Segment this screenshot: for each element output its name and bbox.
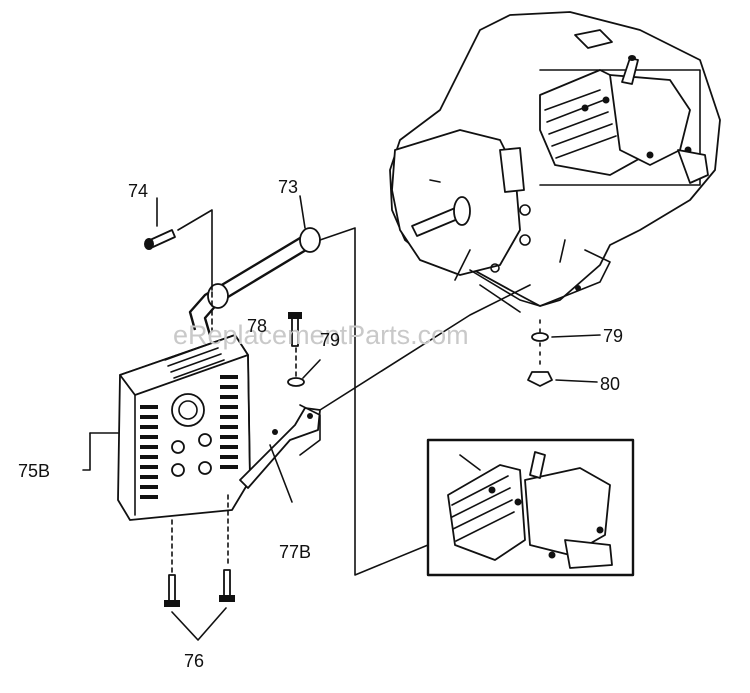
callout-74: 74 — [128, 181, 148, 201]
nut-80 — [527, 371, 553, 387]
bolts-76 — [164, 569, 235, 607]
muffler-75b — [117, 334, 251, 521]
callout-77b: 77B — [279, 542, 311, 562]
muffler-left-louvers — [140, 405, 158, 499]
muffler-top-slots — [164, 341, 225, 379]
callout-78: 78 — [247, 316, 267, 336]
callout-labels: 74 73 78 79 75B 77B 76 79 80 — [18, 177, 623, 671]
callout-80: 80 — [600, 374, 620, 394]
bolt-78 — [288, 312, 302, 347]
muffler-right-louvers — [220, 375, 238, 469]
leader-lines — [82, 195, 601, 641]
engine-assembly — [389, 11, 721, 313]
bolt-74 — [144, 229, 176, 250]
cylinder-head-detail-inset — [426, 438, 635, 577]
muffler-bracket-77b — [239, 407, 321, 489]
callout-79-right: 79 — [603, 326, 623, 346]
callout-76: 76 — [184, 651, 204, 671]
callout-75b: 75B — [18, 461, 50, 481]
callout-79-left: 79 — [320, 330, 340, 350]
washer-79 — [287, 377, 305, 387]
washer-79-right — [531, 332, 549, 342]
callout-73: 73 — [278, 177, 298, 197]
watermark-text: eReplacementParts.com — [173, 320, 469, 350]
